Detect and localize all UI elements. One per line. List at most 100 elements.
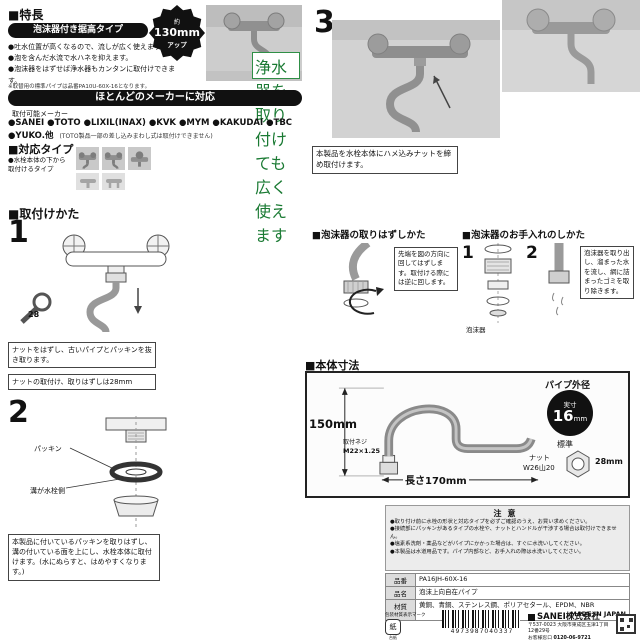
features-header: ■特長 bbox=[8, 8, 44, 22]
notice-box: 注意 ●取り付け前に水栓の形状と対応タイプを必ずご確認のうえ、お買い求めください… bbox=[385, 505, 630, 571]
spec-label: 材質 bbox=[386, 600, 416, 620]
barcode-number: 4973987040337 bbox=[450, 628, 514, 635]
makers-list-line2: ●YUKO.他 (TOTO製品一部の差し込みまわし式は取付けできません) bbox=[8, 129, 213, 141]
mount-screw-label: 取付ネジ M22×1.25 bbox=[343, 439, 380, 456]
company-address: 〒537-0023 大阪市東成区玉津1丁目12番29号 bbox=[528, 623, 609, 635]
spec-value: 泡沫上向自在パイプ bbox=[419, 588, 478, 596]
packing-label: パッキン bbox=[34, 445, 62, 453]
aerator-parts-illustration bbox=[484, 243, 512, 323]
paper-mark-icon: 紙 bbox=[385, 619, 401, 635]
install-step1-callout-2: ナットの取付け、取りはずしは28mm bbox=[8, 374, 156, 391]
makers-list-line1: ●SANEI ●TOTO ●LIXIL(INAX) ●KVK ●MYM ●KAK… bbox=[8, 118, 293, 128]
install-step2-number: 2 bbox=[8, 395, 29, 430]
types-header: ■対応タイプ bbox=[8, 143, 74, 156]
actual-size-label: 実寸 bbox=[563, 401, 577, 410]
qr-code bbox=[616, 614, 636, 634]
paper-mark-sub: 台紙 bbox=[389, 635, 397, 640]
material-value: 黄銅、青銅、ステンレス鋼、ポリアセタール、EPDM、NBR bbox=[419, 601, 595, 609]
length-dimension-label: 長さ170mm bbox=[403, 472, 469, 487]
features-footnote: ※取替用の標準パイプは品番PA10U-60X-16となります。 bbox=[8, 84, 151, 90]
care-step2-number: 2 bbox=[526, 243, 538, 263]
company-name: SANEI株式会社 bbox=[537, 612, 600, 622]
install-step1-callout-1: ナットをはずし、古いパイプとパッキンを抜き取ります。 bbox=[8, 342, 156, 369]
notice-title: 注意 bbox=[493, 509, 522, 518]
care-step1-number: 1 bbox=[462, 243, 474, 263]
paper-recycle-mark: 紙 台紙 bbox=[385, 619, 401, 640]
actual-size-number: 16 bbox=[552, 406, 574, 425]
install-header: ■取付けかた bbox=[8, 207, 80, 221]
faucet-pictogram-icon bbox=[79, 178, 96, 188]
height-dimension-label: 150mm bbox=[309, 417, 357, 431]
barcode bbox=[442, 610, 520, 628]
badge-up-label: アップ bbox=[167, 41, 187, 49]
sanei-logo bbox=[528, 614, 535, 622]
notice-item: ●塩素系洗剤・薬品などがパイプにかかった場合は、すぐに水洗いしてください。 bbox=[390, 541, 585, 548]
table-row: 品番 PA16JH-60X-16 bbox=[385, 573, 630, 587]
dimensions-diagram-box: 150mm 取付ネジ M22×1.25 長さ170mm パイプ外径 実寸 16 … bbox=[305, 371, 630, 498]
aerator-rinse-illustration bbox=[548, 243, 570, 316]
faucet-pictogram-icon bbox=[78, 151, 97, 169]
notice-item: ●接続部にパッキンがあるタイプの水栓や、ナットとハンドルが干渉する場合は取付けで… bbox=[390, 526, 617, 540]
aerator-care-header: ■泡沫器のお手入れのしかた bbox=[462, 230, 585, 241]
install-step2-illustration bbox=[65, 416, 167, 528]
photo-caption: 浄水器を取り付けても広く使えます bbox=[252, 52, 300, 245]
actual-size-unit: mm bbox=[573, 414, 588, 423]
spec-value: PA16JH-60X-16 bbox=[419, 575, 468, 583]
made-in-label: MADE IN JAPAN bbox=[570, 609, 626, 618]
faucet-type-icon bbox=[102, 173, 125, 190]
install-step3-photo bbox=[332, 20, 500, 138]
faucet-type-icon bbox=[76, 147, 99, 170]
phone-number: 0120-06-9721 bbox=[553, 635, 591, 640]
makers-header: ほとんどのメーカーに対応 bbox=[8, 90, 302, 106]
install-step3-number: 3 bbox=[314, 5, 335, 40]
badge-approx: 約 bbox=[173, 19, 180, 26]
standard-label: 標準 bbox=[557, 440, 573, 449]
aerator-remove-header: ■泡沫器の取りはずしかた bbox=[312, 230, 426, 241]
mount-screw-title: 取付ネジ bbox=[343, 439, 368, 446]
phone-label: お客様窓口 bbox=[528, 635, 552, 640]
types-icon-row-1 bbox=[76, 147, 151, 170]
spec-label: 品番 bbox=[386, 574, 416, 586]
features-subheader: 泡沫器付き据高タイプ bbox=[8, 23, 148, 38]
install-step2-callout: 本製品に付いているパッキンを取りはずし、溝の付いている面を上にし、水栓本体に取付… bbox=[8, 534, 160, 581]
features-product-photo bbox=[206, 5, 302, 81]
wrench-size-label: 28 bbox=[28, 310, 40, 319]
pipe-diameter-badge: 実寸 16 mm bbox=[547, 390, 593, 436]
types-label: ●水栓本体の下から取付けるタイプ bbox=[8, 156, 66, 174]
install-step3-callout: 本製品を水栓本体にハメ込みナットを締め取付けます。 bbox=[312, 146, 458, 174]
badge-value: 130mm bbox=[154, 26, 200, 39]
notice-item: ●本製品は水道用品です。パイプ内部など、お手入れの際は水洗いしてください。 bbox=[390, 548, 585, 555]
features-bullets: ●吐水位置が高くなるので、流しが広く使えます。 ●泡を含んだ水流で水ハネを抑えま… bbox=[8, 42, 183, 87]
aerator-remove-illustration bbox=[343, 243, 384, 315]
spec-value: 黄銅、青銅、ステンレス鋼、ポリアセタール、EPDM、NBR MADE IN JA… bbox=[416, 600, 629, 620]
aerator-remove-callout: 先端を図の方向に回してはずします。取付ける際には逆に回します。 bbox=[394, 247, 458, 291]
faucet-type-icon bbox=[76, 173, 99, 190]
types-icon-row-2 bbox=[76, 173, 125, 190]
pipe-diameter-title: パイプ外径 bbox=[545, 381, 591, 391]
maker-item: ●YUKO.他 bbox=[8, 131, 54, 141]
packaging-mark-label: 包装材質表示マーク bbox=[385, 613, 426, 618]
aerator-care-callout: 泡沫器を取り出し、溜まった水を流し、網に詰まったゴミを取り除きます。 bbox=[580, 246, 634, 300]
table-row: 品名 泡沫上向自在パイプ bbox=[385, 587, 630, 600]
install-step1-number: 1 bbox=[8, 215, 29, 250]
company-phone: お客様窓口 0120-06-9721 bbox=[528, 636, 614, 640]
groove-side-label: 溝が水栓側 bbox=[30, 487, 65, 495]
makers-note: (TOTO製品一部の差し込みまわし式は取付けできません) bbox=[59, 133, 213, 140]
aerator-label: 泡沫器 bbox=[466, 326, 486, 334]
makers-label: 取付可能メーカー bbox=[12, 110, 68, 118]
nut-thread-value: W26山20 bbox=[523, 464, 555, 472]
notice-item: ●取り付け前に水栓の形状と対応タイプを必ずご確認のうえ、お買い求めください。 bbox=[390, 519, 591, 525]
hero-photo bbox=[502, 0, 640, 92]
feature-bullet: ●吐水位置が高くなるので、流しが広く使えます。 bbox=[8, 43, 168, 51]
nut-width-label: 28mm bbox=[595, 457, 623, 466]
faucet-type-icon bbox=[128, 147, 151, 170]
dimensions-header: ■本体寸法 bbox=[305, 359, 360, 372]
hex-nut-icon bbox=[566, 450, 590, 478]
faucet-pictogram-icon bbox=[130, 150, 149, 167]
barcode-group: 4973987040337 bbox=[442, 610, 522, 635]
faucet-pictogram-icon bbox=[105, 178, 122, 188]
feature-bullet: ●泡沫器をはずせば浄水器もカンタンに取付けできます。 bbox=[8, 65, 176, 85]
faucet-pictogram-icon bbox=[104, 151, 123, 169]
company-info: SANEI株式会社 〒537-0023 大阪市東成区玉津1丁目12番29号 お客… bbox=[528, 612, 614, 640]
